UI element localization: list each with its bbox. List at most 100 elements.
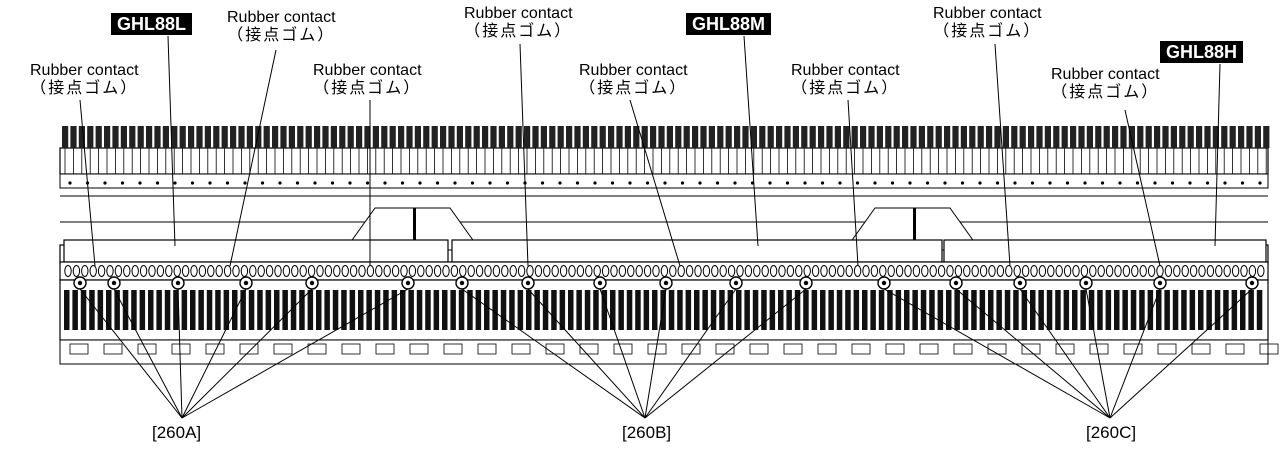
rubber-contact — [408, 265, 417, 277]
rubber-contact — [501, 265, 509, 277]
key-body — [601, 290, 608, 330]
hammer-head — [591, 126, 598, 148]
rubber-contact — [1131, 265, 1139, 277]
hammer-head — [918, 126, 925, 148]
rivet — [558, 181, 562, 185]
key-body — [1147, 290, 1154, 330]
hammer-head — [1061, 126, 1068, 148]
key-body — [878, 290, 885, 330]
rubber-contact — [576, 265, 585, 277]
hammer-head — [868, 126, 875, 148]
hammer-head — [1011, 126, 1018, 148]
key-body — [106, 290, 112, 330]
rubber-contact — [719, 265, 727, 277]
rubber-contact — [912, 265, 921, 277]
hammer-head — [927, 126, 934, 148]
hammer-head — [339, 126, 346, 148]
rubber-contact — [106, 265, 114, 277]
rubber-contact — [887, 265, 895, 277]
callout-leader — [1124, 109, 1161, 267]
base-slot — [171, 343, 191, 355]
hammer-head — [742, 126, 749, 148]
rubber-contact — [291, 265, 299, 277]
hammer-head — [557, 126, 564, 148]
rubber-contact — [1063, 265, 1072, 277]
rubber-contact — [433, 265, 442, 277]
hammer-head — [641, 126, 648, 148]
hammer-head — [1196, 126, 1203, 148]
hammer-head — [683, 126, 690, 148]
key-body — [72, 290, 78, 330]
key-body — [1231, 290, 1238, 330]
callout-rubber-contact: Rubber contact （接点ゴム） — [464, 5, 573, 41]
rubber-contact — [1215, 265, 1223, 277]
hammer-head — [1036, 126, 1043, 148]
key-body — [979, 290, 986, 330]
key-body — [232, 290, 238, 330]
callout-jp: （接点ゴム） — [227, 27, 336, 44]
hammer-head — [1070, 126, 1077, 148]
leader-line — [461, 288, 646, 419]
leader-line — [955, 288, 1111, 419]
screw-center — [405, 280, 411, 286]
rubber-contact — [509, 265, 517, 277]
rubber-contact — [862, 265, 870, 277]
hammer-head — [1078, 126, 1085, 148]
rubber-contact — [601, 265, 610, 277]
hammer-head — [902, 126, 909, 148]
key-body — [425, 290, 431, 330]
screw-center — [1249, 280, 1255, 286]
key-body — [769, 290, 776, 330]
key-body — [391, 290, 398, 330]
rubber-contact — [1105, 265, 1114, 277]
screw-center — [525, 280, 531, 286]
screw-center — [1083, 280, 1089, 286]
rubber-contact — [593, 265, 601, 277]
hammer-head — [599, 126, 606, 148]
screw-center — [1157, 280, 1163, 286]
rubber-contact — [627, 265, 635, 277]
ref-260b: [260B] — [622, 423, 672, 442]
key-body — [660, 290, 666, 330]
hammer-head — [717, 126, 724, 148]
key-body — [736, 290, 742, 330]
key-body — [408, 290, 414, 330]
rivet — [1170, 181, 1175, 185]
rivet — [943, 181, 947, 185]
hammer-head — [288, 126, 295, 148]
leader-line — [644, 288, 667, 419]
rubber-contact — [971, 265, 979, 277]
hammer-head — [910, 126, 917, 148]
model-leader — [1214, 63, 1221, 247]
hammer-head — [893, 126, 900, 148]
hammer-head — [994, 126, 1001, 148]
hammer-head — [414, 126, 421, 148]
rubber-contact — [1021, 265, 1030, 277]
callout-jp: （接点ゴム） — [464, 23, 573, 40]
rubber-contact — [215, 265, 223, 277]
base-slot — [137, 343, 157, 355]
hammer-head — [230, 126, 237, 148]
key-body — [64, 290, 70, 330]
key-body — [114, 290, 120, 330]
rivet — [173, 181, 177, 185]
leader-line — [1085, 288, 1111, 419]
key-body — [811, 290, 818, 330]
key-body — [206, 290, 213, 330]
rubber-contact — [963, 265, 971, 277]
key-body — [458, 290, 465, 330]
key-body — [358, 290, 364, 330]
key-body — [1072, 290, 1078, 330]
hammer-head — [540, 126, 547, 148]
rivet — [663, 181, 667, 185]
key-body — [727, 290, 734, 330]
rubber-contact — [543, 265, 551, 277]
callout-rubber-contact: Rubber contact （接点ゴム） — [791, 62, 900, 98]
key-body — [492, 290, 498, 330]
rubber-contact — [1173, 265, 1181, 277]
base-slot — [341, 343, 361, 355]
callout-leader — [229, 49, 277, 267]
base-slot — [69, 343, 89, 355]
rivet — [803, 181, 807, 185]
